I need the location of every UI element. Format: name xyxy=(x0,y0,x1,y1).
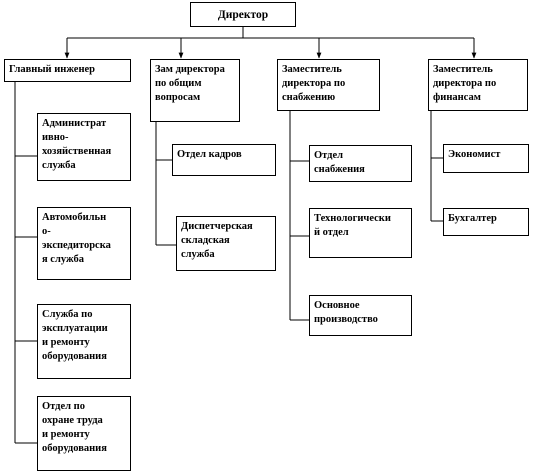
unit-label: Администрат ивно- хозяйственная служба xyxy=(42,118,112,171)
unit-labor-safety: Отдел по охране труда и ремонту оборудов… xyxy=(37,396,131,471)
head-label: Зам директора по общим вопросам xyxy=(155,64,225,103)
unit-label: Бухгалтер xyxy=(448,213,497,224)
unit-dispatch-warehouse: Диспетчерская складская служба xyxy=(176,216,276,271)
unit-label: Автомобильн о- экспедиторска я служба xyxy=(42,212,111,265)
head-deputy-general: Зам директора по общим вопросам xyxy=(150,59,240,122)
director-label: Директор xyxy=(217,9,269,21)
unit-label: Технологически й отдел xyxy=(314,213,391,238)
head-chief-engineer: Главный инженер xyxy=(4,59,131,82)
head-label: Главный инженер xyxy=(9,64,96,75)
unit-main-production: Основное производство xyxy=(309,295,412,336)
unit-accountant: Бухгалтер xyxy=(443,208,529,236)
unit-label: Отдел снабжения xyxy=(314,150,365,175)
unit-supply-department: Отдел снабжения xyxy=(309,145,412,182)
unit-auto-forwarding: Автомобильн о- экспедиторска я служба xyxy=(37,207,131,280)
unit-admin-service: Администрат ивно- хозяйственная служба xyxy=(37,113,131,181)
unit-hr-department: Отдел кадров xyxy=(172,144,276,176)
unit-label: Отдел по охране труда и ремонту оборудов… xyxy=(42,401,107,454)
unit-label: Диспетчерская складская служба xyxy=(181,221,253,260)
unit-equipment-service: Служба по эксплуатации и ремонту оборудо… xyxy=(37,304,131,379)
head-deputy-supply: Заместитель директора по снабжению xyxy=(277,59,380,111)
unit-technology-department: Технологически й отдел xyxy=(309,208,412,258)
unit-label: Отдел кадров xyxy=(177,149,242,160)
director-box: Директор xyxy=(190,2,296,27)
unit-economist: Экономист xyxy=(443,144,529,173)
unit-label: Основное производство xyxy=(314,300,378,325)
unit-label: Служба по эксплуатации и ремонту оборудо… xyxy=(42,309,108,362)
head-label: Заместитель директора по снабжению xyxy=(282,64,346,103)
head-label: Заместитель директора по финансам xyxy=(433,64,497,103)
head-deputy-finance: Заместитель директора по финансам xyxy=(428,59,528,111)
unit-label: Экономист xyxy=(448,149,501,160)
